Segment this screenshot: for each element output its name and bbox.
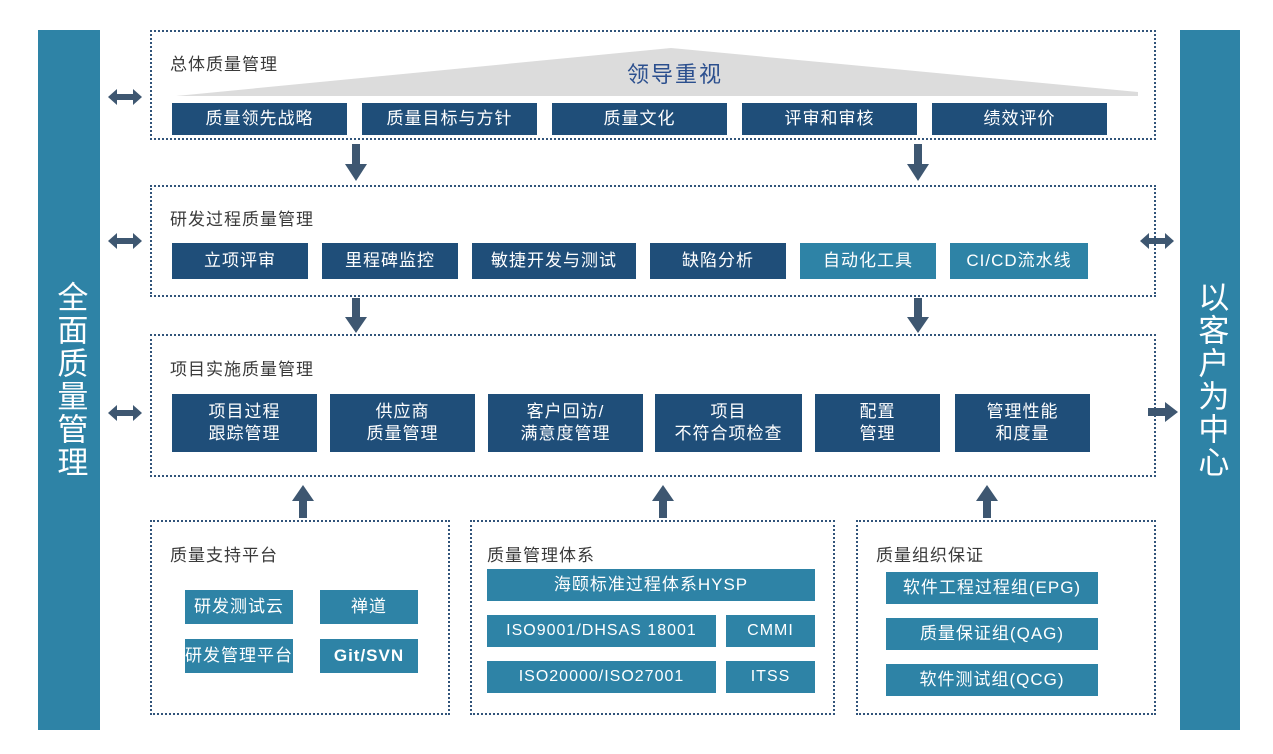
chip-milestone-monitoring[interactable]: 里程碑监控 <box>322 243 458 279</box>
panel-title-quality-organization-assurance: 质量组织保证 <box>876 546 984 565</box>
up-arrow-support-icon <box>291 485 315 519</box>
chip-cmmi[interactable]: CMMI <box>726 615 815 647</box>
leadership-emphasis-banner <box>176 48 1138 96</box>
banner-label-leadership-emphasis: 领导重视 <box>626 62 723 87</box>
right-arrow-project-icon <box>1148 401 1178 423</box>
chip-project-process-tracking[interactable]: 项目过程 跟踪管理 <box>172 394 317 452</box>
chip-software-test-group[interactable]: 软件测试组(QCG) <box>886 664 1098 696</box>
chip-project-initiation-review[interactable]: 立项评审 <box>172 243 308 279</box>
chip-automation-tools[interactable]: 自动化工具 <box>800 243 936 279</box>
chip-itss[interactable]: ITSS <box>726 661 815 693</box>
down-arrow-mid-left-icon <box>344 298 368 334</box>
left-double-arrow-project-icon <box>108 403 142 423</box>
chip-iso9001-dhsas18001[interactable]: ISO9001/DHSAS 18001 <box>487 615 716 647</box>
chip-project-nonconformity-check[interactable]: 项目 不符合项检查 <box>655 394 802 452</box>
chip-management-performance-metrics[interactable]: 管理性能 和度量 <box>955 394 1090 452</box>
chip-review-and-audit[interactable]: 评审和审核 <box>742 103 917 135</box>
left-double-arrow-top-icon <box>108 87 142 107</box>
panel-title-overall-quality-management: 总体质量管理 <box>170 55 278 74</box>
chip-haiyi-standard-process-hysp[interactable]: 海颐标准过程体系HYSP <box>487 569 815 601</box>
chip-git-svn[interactable]: Git/SVN <box>320 639 418 673</box>
panel-title-quality-support-platform: 质量支持平台 <box>170 546 278 565</box>
right-double-arrow-mid-icon <box>1140 231 1174 251</box>
chip-customer-revisit-satisfaction[interactable]: 客户回访/ 满意度管理 <box>488 394 643 452</box>
chip-defect-analysis[interactable]: 缺陷分析 <box>650 243 786 279</box>
chip-supplier-quality-management[interactable]: 供应商 质量管理 <box>330 394 475 452</box>
chip-agile-development-and-testing[interactable]: 敏捷开发与测试 <box>472 243 636 279</box>
up-arrow-system-icon <box>651 485 675 519</box>
chip-rd-management-platform[interactable]: 研发管理平台 <box>185 639 293 673</box>
chip-iso20000-iso27001[interactable]: ISO20000/ISO27001 <box>487 661 716 693</box>
down-arrow-mid-right-icon <box>906 298 930 334</box>
panel-rd-process-quality-management <box>150 185 1156 297</box>
pillar-left-total-quality-management: 全面质量管理 <box>38 30 100 730</box>
panel-title-rd-process-quality-management: 研发过程质量管理 <box>170 210 314 229</box>
chip-performance-evaluation[interactable]: 绩效评价 <box>932 103 1107 135</box>
chip-zentao[interactable]: 禅道 <box>320 590 418 624</box>
chip-configuration-management[interactable]: 配置 管理 <box>815 394 940 452</box>
chip-quality-assurance-group[interactable]: 质量保证组(QAG) <box>886 618 1098 650</box>
chip-quality-leading-strategy[interactable]: 质量领先战略 <box>172 103 347 135</box>
chip-cicd-pipeline[interactable]: CI/CD流水线 <box>950 243 1088 279</box>
left-double-arrow-mid-icon <box>108 231 142 251</box>
chip-software-engineering-process-group[interactable]: 软件工程过程组(EPG) <box>886 572 1098 604</box>
down-arrow-top-left-icon <box>344 144 368 182</box>
up-arrow-org-icon <box>975 485 999 519</box>
chip-quality-culture[interactable]: 质量文化 <box>552 103 727 135</box>
pillar-right-customer-centric: 以客户为中心 <box>1180 30 1240 730</box>
chip-quality-goals-policy[interactable]: 质量目标与方针 <box>362 103 537 135</box>
panel-title-quality-management-system: 质量管理体系 <box>487 546 595 565</box>
chip-rd-test-cloud[interactable]: 研发测试云 <box>185 590 293 624</box>
down-arrow-top-right-icon <box>906 144 930 182</box>
panel-title-project-implementation-quality-management: 项目实施质量管理 <box>170 360 314 379</box>
